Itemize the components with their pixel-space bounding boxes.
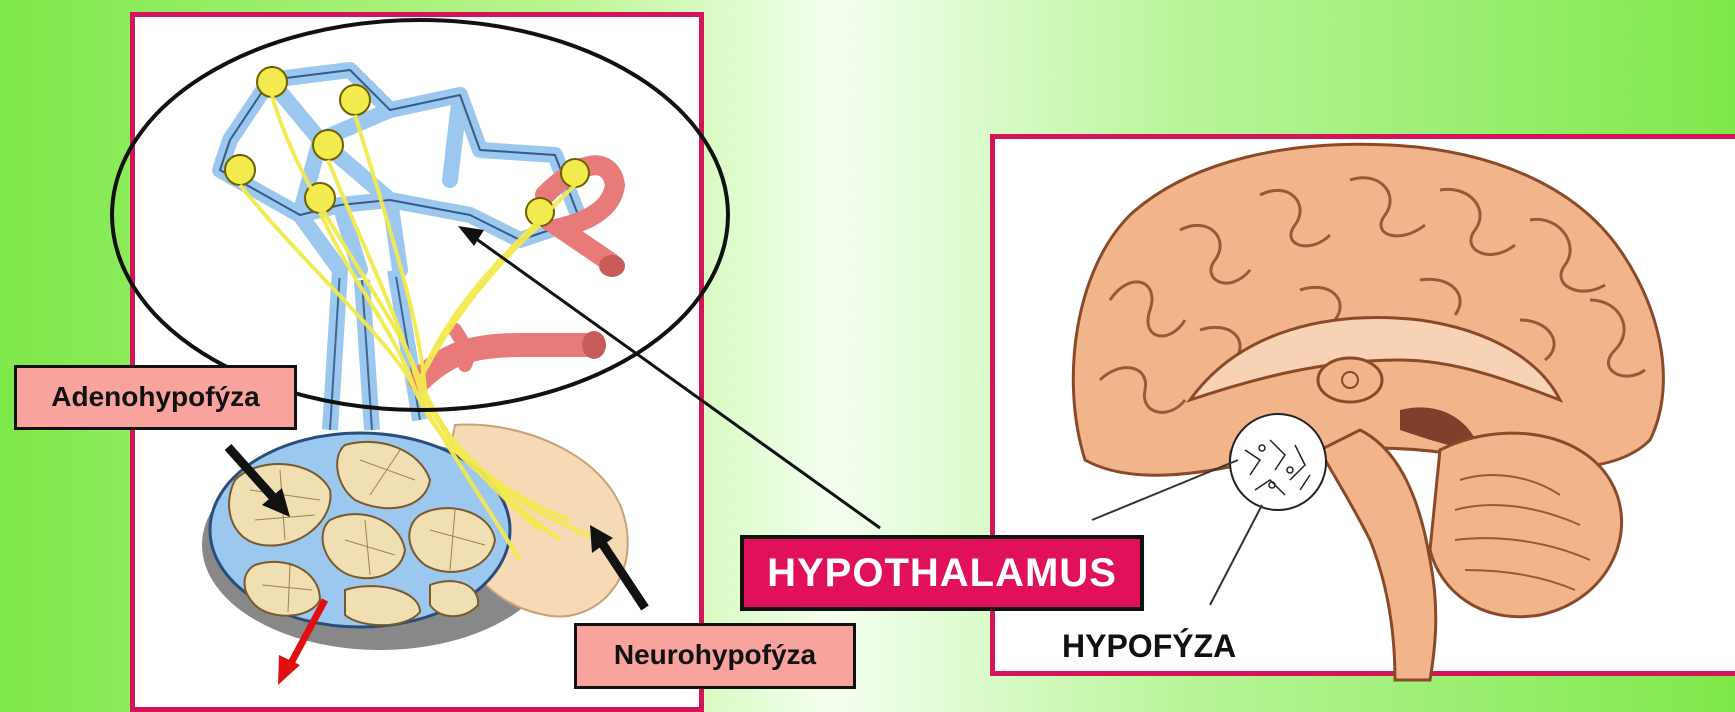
thalamus [1318,358,1382,402]
hypofyza-label: HYPOFÝZA [1062,628,1236,665]
adenohypofyza-label: Adenohypofýza [14,365,297,430]
cerebellum [1430,433,1622,617]
hypofyza-pointer-2 [1210,505,1262,605]
cerebrum [1073,144,1663,475]
hypothalamus-magnified [1230,414,1326,510]
neurohypofyza-label: Neurohypofýza [574,623,856,689]
brainstem [1320,430,1436,680]
hypothalamus-label: HYPOTHALAMUS [740,535,1144,611]
brain-sagittal-illustration [1073,144,1663,680]
